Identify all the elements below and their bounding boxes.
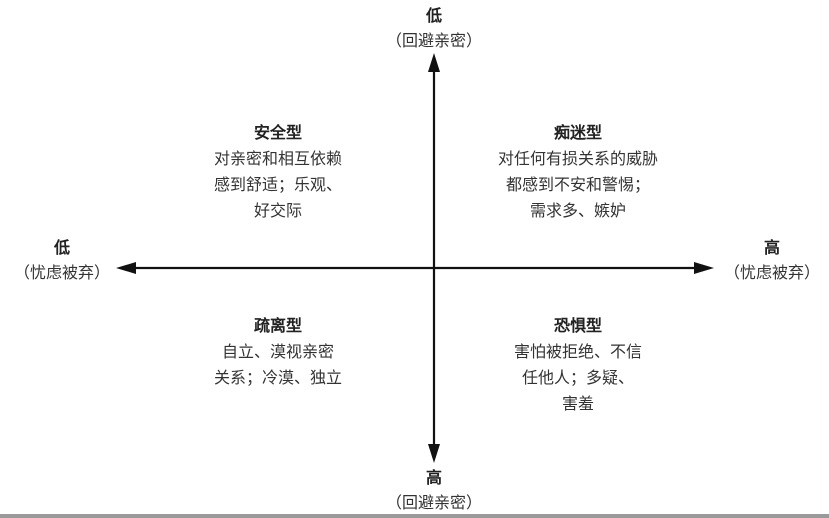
quadrant-title: 安全型 <box>253 123 303 142</box>
top-axis-level: 低 <box>425 6 443 25</box>
left-axis-label: （忧虑被弃） <box>13 263 111 282</box>
quadrant-title: 痴迷型 <box>553 123 603 142</box>
top-axis-label: （回避亲密） <box>385 31 483 50</box>
quadrant-line: 关系；冷漠、独立 <box>213 368 343 387</box>
quadrant-title: 疏离型 <box>253 316 303 335</box>
arrow-right-icon <box>694 262 714 274</box>
arrow-up-icon <box>428 53 440 72</box>
bottom-axis-label: （回避亲密） <box>385 493 483 512</box>
quadrant-line: 对任何有损关系的威胁 <box>497 149 659 168</box>
arrow-left-icon <box>116 262 136 274</box>
quadrant-line: 任他人；多疑、 <box>521 368 635 387</box>
bottom-axis-level: 高 <box>425 468 443 487</box>
quadrant-fearful: 恐惧型 害怕被拒绝、不信 任他人；多疑、 害羞 <box>514 313 642 417</box>
quadrant-line: 好交际 <box>253 201 303 220</box>
right-axis-label: （忧虑被弃） <box>723 263 821 282</box>
quadrant-line: 害怕被拒绝、不信 <box>513 342 643 361</box>
quadrant-preoccupied: 痴迷型 对任何有损关系的威胁 都感到不安和警惕； 需求多、嫉妒 <box>498 120 658 224</box>
bottom-divider <box>0 514 829 518</box>
arrow-down-icon <box>428 444 440 463</box>
quadrant-title: 恐惧型 <box>553 316 603 335</box>
right-axis-level: 高 <box>763 238 781 257</box>
quadrant-line: 需求多、嫉妒 <box>529 201 627 220</box>
quadrant-secure: 安全型 对亲密和相互依赖 感到舒适；乐观、 好交际 <box>214 120 342 224</box>
quadrant-line: 自立、漠视亲密 <box>221 342 335 361</box>
quadrant-line: 都感到不安和警惕； <box>505 175 651 194</box>
left-axis-level: 低 <box>53 238 71 257</box>
quadrant-dismissing: 疏离型 自立、漠视亲密 关系；冷漠、独立 <box>214 313 342 391</box>
quadrant-line: 感到舒适；乐观、 <box>213 175 343 194</box>
quadrant-line: 对亲密和相互依赖 <box>213 149 343 168</box>
quadrant-line: 害羞 <box>561 394 595 413</box>
